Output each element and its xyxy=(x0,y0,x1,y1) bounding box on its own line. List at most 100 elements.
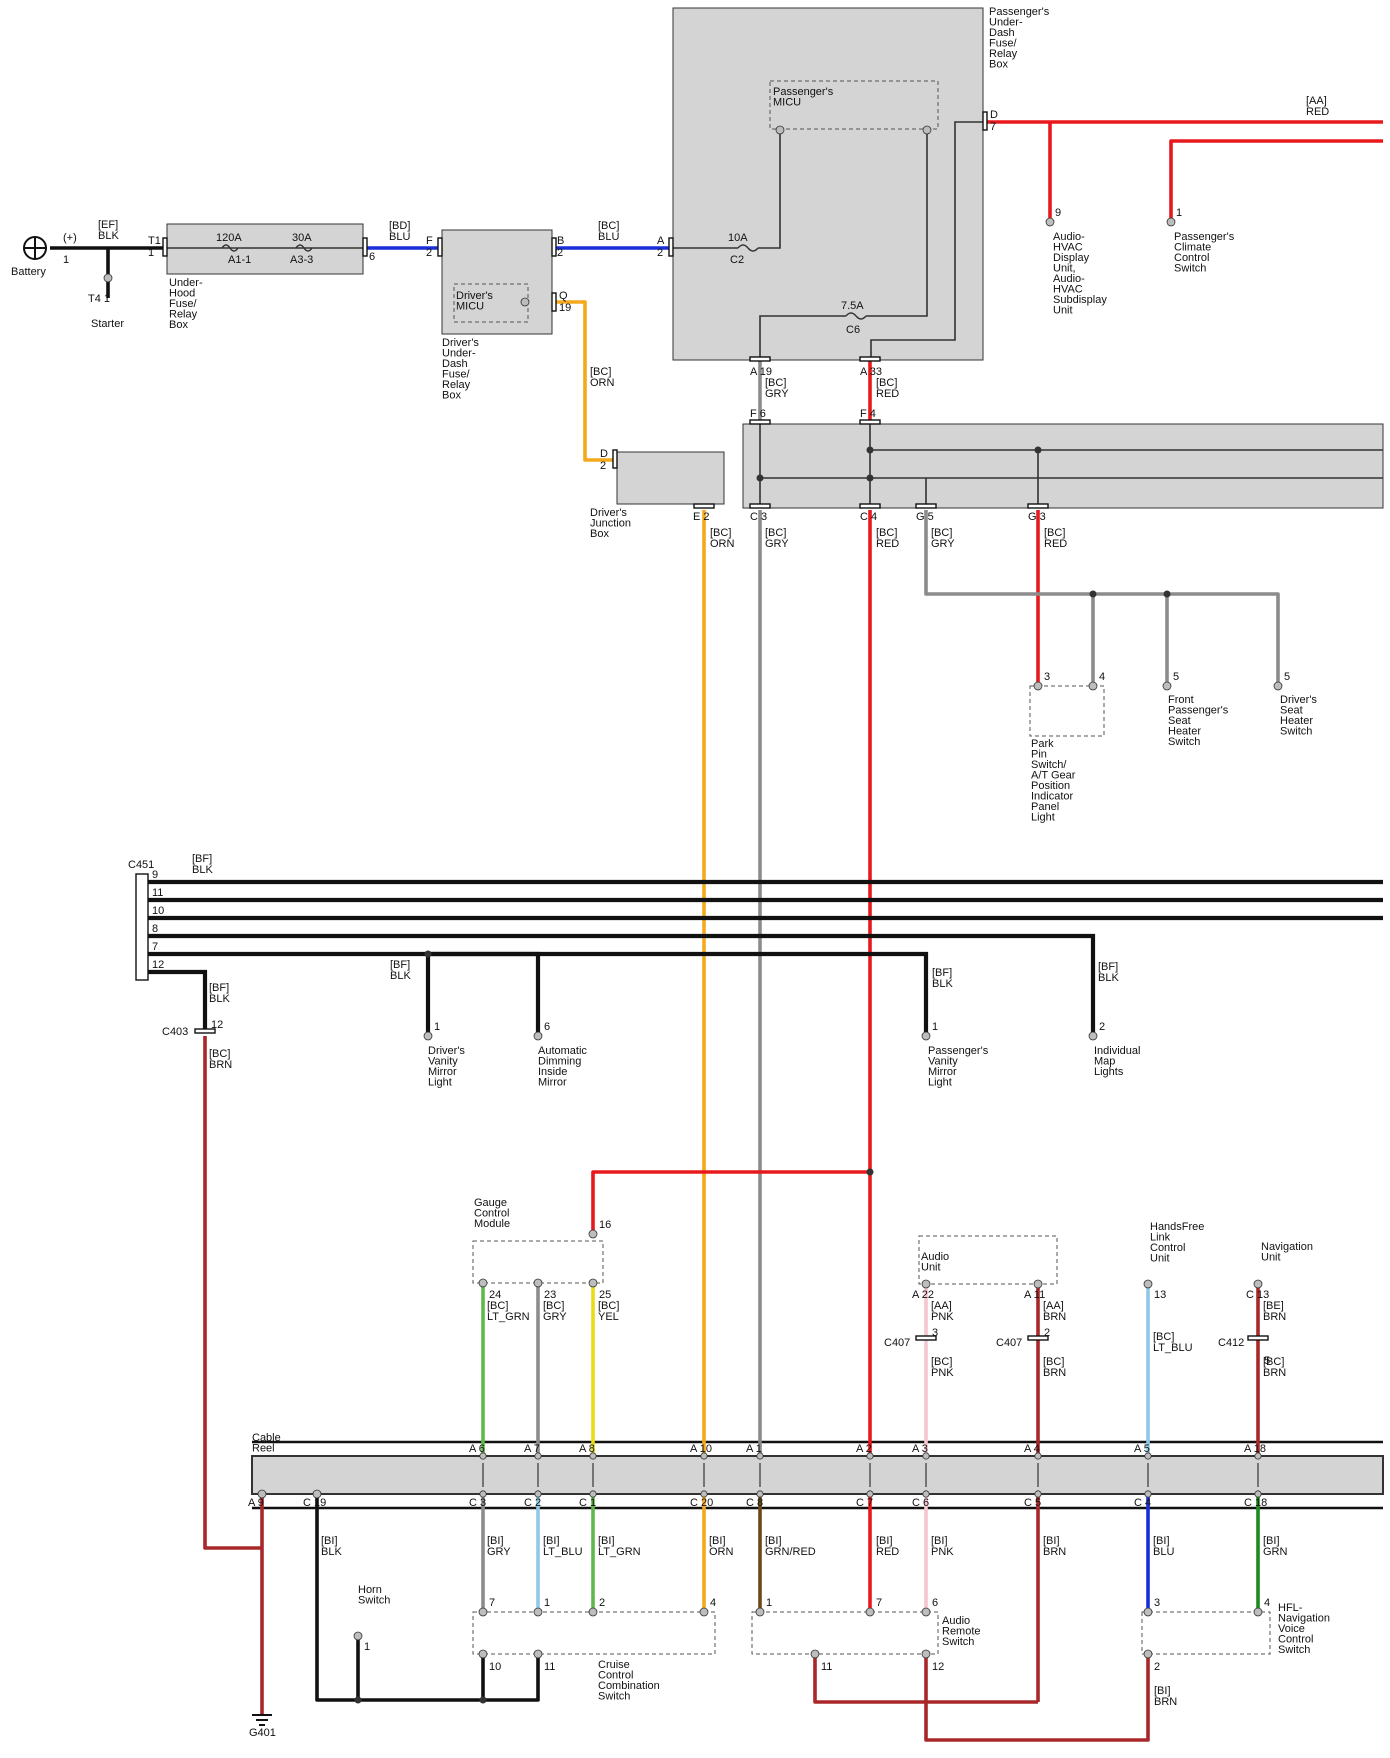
cruise-control-switch-box xyxy=(472,1611,716,1655)
battery-icon xyxy=(23,236,47,260)
wire-tag-bc-brn-a: [BC]BRN xyxy=(1043,1356,1066,1379)
wire-tag-bc-pnk: [BC]PNK xyxy=(931,1356,954,1379)
reel-contact xyxy=(1034,1490,1042,1498)
wire-tag-bf-blk-pass: [BF]BLK xyxy=(932,967,953,990)
pin-remote-12: 12 xyxy=(932,1661,944,1673)
reel-contact xyxy=(479,1490,487,1498)
drivers-underdash-box xyxy=(441,229,553,335)
pin-pp4: 4 xyxy=(1099,671,1105,683)
pin-remote-6: 6 xyxy=(932,1597,938,1609)
wire-tag-bc-red: [BC]RED xyxy=(876,527,899,550)
pin-reel-top-3: A 3 xyxy=(912,1443,928,1455)
ground-label: G401 xyxy=(249,1727,276,1739)
wire-tag-bi-blu: [BI]BLU xyxy=(1153,1535,1174,1558)
wire-tag-bi-gry: [BI]GRY xyxy=(487,1535,511,1558)
audio-remote-switch-box xyxy=(751,1611,939,1655)
pin-gcm-25: 25 xyxy=(599,1289,611,1301)
reel-contact xyxy=(1034,1452,1042,1460)
pin-c412: 5 xyxy=(1264,1355,1270,1367)
pin-reel-bot-9: A 9 xyxy=(248,1497,264,1509)
reel-contact xyxy=(700,1490,708,1498)
starter-label: Starter xyxy=(91,318,124,330)
pin-c451-11: 11 xyxy=(152,887,163,899)
fuse-7-5a-rating: 7.5A xyxy=(841,300,864,312)
reel-contact xyxy=(922,1452,930,1460)
wire-tag-bc-yel: [BC]YEL xyxy=(598,1300,619,1323)
wire-tag-bc-red-top: [BC]RED xyxy=(876,377,899,400)
pin-pvm1: 1 xyxy=(932,1021,938,1033)
pin-f6: F 6 xyxy=(750,408,766,420)
pin-c451-9: 9 xyxy=(152,869,158,881)
wire-tag-bf-blk-c403: [BF]BLK xyxy=(209,982,230,1005)
pin-nav: C 13 xyxy=(1246,1289,1269,1301)
pin-reel-top-18: A 18 xyxy=(1244,1443,1266,1455)
pin-c407a: 3 xyxy=(932,1327,938,1339)
wire-tag-bi-red: [BI]RED xyxy=(876,1535,899,1558)
pin-hfl-voice-2: 2 xyxy=(1154,1661,1160,1673)
c407a-label: C407 xyxy=(884,1337,910,1349)
cable-reel-box xyxy=(251,1455,1384,1495)
wires xyxy=(50,120,1383,1742)
pin-reel-bot-5: C 5 xyxy=(1024,1497,1041,1509)
reel-contact xyxy=(1144,1490,1152,1498)
wire-tag-bc-gry-top: [BC]GRY xyxy=(765,377,789,400)
connector-brackets xyxy=(135,111,1269,1341)
pin-e2: E 2 xyxy=(693,511,710,523)
terminals xyxy=(103,125,1283,1659)
wire-tag-ef-blk: [EF]BLK xyxy=(98,219,119,242)
reel-contact xyxy=(534,1490,542,1498)
fuse-7-5a-id: C6 xyxy=(846,324,860,336)
wire-tag-aa-pnk: [AA]PNK xyxy=(931,1300,954,1323)
pin-remote-1: 1 xyxy=(766,1597,772,1609)
wire-tag-bd-blu: [BD]BLU xyxy=(389,220,410,243)
reel-contact xyxy=(534,1452,542,1460)
pin-hfl-voice-3: 3 xyxy=(1154,1597,1160,1609)
wire-tag-bi-grn: [BI]GRN xyxy=(1263,1535,1288,1558)
pin-c4: C 4 xyxy=(860,511,877,523)
pin-reel-top-1: A 1 xyxy=(746,1443,762,1455)
pin-cruise-4: 4 xyxy=(710,1597,716,1609)
reel-contact xyxy=(866,1452,874,1460)
pin-audio-11: A 11 xyxy=(1024,1289,1045,1301)
pin-reel-top-10: A 10 xyxy=(690,1443,712,1455)
wire-tag-bc-orn-top: [BC]ORN xyxy=(590,366,615,389)
pin-reel-bot-4: C 4 xyxy=(1134,1497,1151,1509)
pin-reel-top-8: A 8 xyxy=(579,1443,595,1455)
wire-tag-bi-grnred: [BI]GRN/RED xyxy=(765,1535,816,1558)
drivers-junction-box xyxy=(616,451,725,505)
pin-reel-bot-8: C 8 xyxy=(746,1497,763,1509)
pin-fps5: 5 xyxy=(1173,671,1179,683)
audio-unit-box xyxy=(918,1235,1058,1285)
junction-bus-box xyxy=(742,423,1384,509)
wire-tag-bc-blu: [BC]BLU xyxy=(598,220,619,243)
wire-tag-bc-ltblu: [BC]LT_BLU xyxy=(1153,1331,1193,1354)
pin-horn1: 1 xyxy=(364,1641,370,1653)
pin-gcm-23: 23 xyxy=(544,1289,556,1301)
reel-contact xyxy=(1144,1452,1152,1460)
pin-cruise-1: 1 xyxy=(544,1597,550,1609)
pin-a33: A 33 xyxy=(860,366,882,378)
wire-tag-bf-blk-map: [BF]BLK xyxy=(1098,961,1119,984)
pin-f4: F 4 xyxy=(860,408,876,420)
wire-tag-bc-gry-g: [BC]GRY xyxy=(931,527,955,550)
